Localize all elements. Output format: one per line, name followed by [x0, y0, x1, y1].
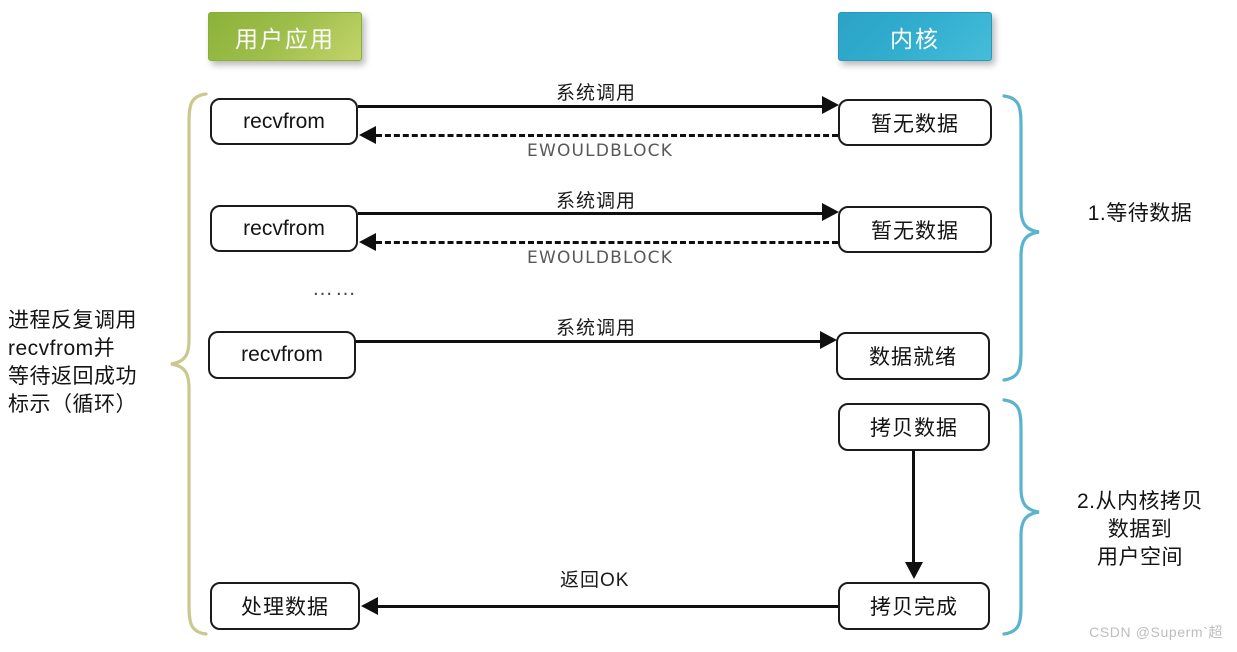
node-label: recvfrom: [243, 109, 325, 133]
node-label: 处理数据: [241, 596, 329, 619]
left-annotation: 进程反复调用 recvfrom并 等待返回成功 标示（循环）: [8, 307, 168, 419]
node-label: 暂无数据: [871, 112, 959, 136]
right-annotation-line-2: 数据到: [1107, 517, 1173, 541]
edge-syscall-arrowhead-1: [822, 96, 839, 114]
node-process-data[interactable]: 处理数据: [210, 582, 360, 630]
node-copy-data[interactable]: 拷贝数据: [838, 403, 990, 451]
node-label: 拷贝数据: [870, 417, 958, 440]
edge-syscall-arrowhead-2: [822, 203, 839, 221]
node-label: 数据就绪: [869, 346, 957, 369]
user-application-header: 用户应用: [208, 12, 362, 61]
left-annotation-line-2: recvfrom并: [8, 336, 116, 360]
edge-label-ewouldblock-1: EWOULDBLOCK: [527, 141, 674, 161]
node-recvfrom-3[interactable]: recvfrom: [208, 331, 356, 379]
right-annotation-line-1: 1.等待数据: [1087, 202, 1193, 225]
edge-return-arrowhead-1: [359, 126, 376, 144]
edge-copy-line: [912, 451, 915, 567]
edge-label-syscall-2: 系统调用: [556, 191, 637, 212]
edge-syscall-arrowhead-3: [820, 331, 837, 349]
node-data-ready[interactable]: 数据就绪: [836, 332, 990, 380]
left-annotation-line-1: 进程反复调用: [8, 309, 137, 332]
node-label: 拷贝完成: [870, 596, 958, 619]
repeat-ellipsis: ……: [312, 277, 358, 300]
edge-return-line-1: [376, 134, 838, 137]
edge-syscall-line-2: [358, 212, 826, 215]
right-annotation-line-3: 用户空间: [1097, 545, 1183, 569]
right-annotation-line-1: 2.从内核拷贝: [1076, 490, 1203, 513]
node-no-data-1[interactable]: 暂无数据: [838, 99, 992, 146]
node-label: 暂无数据: [871, 219, 959, 243]
node-copy-complete[interactable]: 拷贝完成: [838, 582, 990, 630]
edge-return-ok-line: [378, 605, 838, 608]
edge-label-syscall-3: 系统调用: [556, 318, 637, 339]
edge-label-return-ok: 返回OK: [560, 570, 630, 591]
user-application-label: 用户应用: [235, 25, 335, 52]
left-annotation-line-3: 等待返回成功: [8, 364, 137, 388]
right-annotation-copy-data: 2.从内核拷贝 数据到 用户空间: [1050, 488, 1230, 572]
edge-return-line-2: [376, 241, 838, 244]
right-brace-copy-data: [1002, 398, 1040, 636]
edge-return-ok-arrowhead: [361, 597, 378, 615]
right-annotation-wait-data: 1.等待数据: [1050, 200, 1230, 228]
edge-label-syscall-1: 系统调用: [556, 83, 637, 104]
node-recvfrom-1[interactable]: recvfrom: [210, 98, 358, 145]
edge-syscall-line-1: [358, 105, 826, 108]
edge-label-ewouldblock-2: EWOULDBLOCK: [527, 248, 674, 268]
edge-return-arrowhead-2: [359, 233, 376, 251]
left-brace: [170, 92, 208, 636]
kernel-label: 内核: [890, 25, 940, 52]
node-recvfrom-2[interactable]: recvfrom: [210, 205, 358, 252]
edge-copy-arrowhead: [905, 562, 923, 579]
node-label: recvfrom: [243, 216, 325, 240]
left-annotation-line-4: 标示（循环）: [8, 392, 137, 416]
right-brace-wait-data: [1002, 94, 1040, 382]
node-no-data-2[interactable]: 暂无数据: [838, 206, 992, 253]
node-label: recvfrom: [241, 343, 323, 366]
csdn-watermark: CSDN @Superm`超: [1089, 624, 1223, 640]
edge-syscall-line-3: [356, 340, 824, 343]
kernel-header: 内核: [838, 12, 992, 61]
